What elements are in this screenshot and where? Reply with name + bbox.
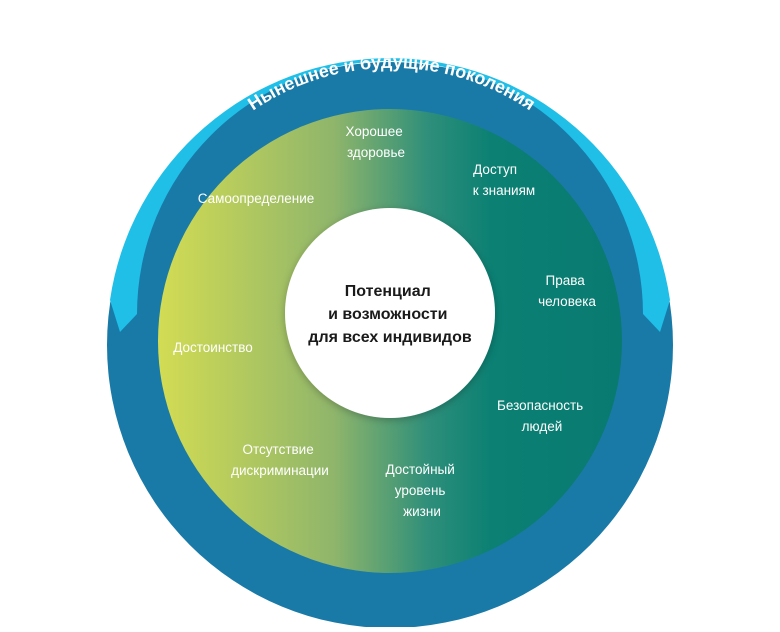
segment-label-health: Хорошее здоровье — [346, 124, 407, 160]
segment-label-self-determination: Самоопределение — [198, 191, 315, 206]
segment-label-non-discrimination: Отсутствие дискриминации — [231, 442, 329, 478]
segment-label-human-rights: Права человека — [538, 273, 596, 309]
center-label: Потенциал и возможности для всех индивид… — [308, 283, 472, 346]
segment-label-knowledge: Доступ к знаниям — [473, 162, 535, 198]
segment-label-living-standard: Достойный уровень жизни — [385, 462, 458, 519]
segment-label-dignity: Достоинство — [173, 340, 253, 355]
segment-label-human-security: Безопасность людей — [497, 398, 587, 434]
center-disc — [285, 208, 495, 418]
